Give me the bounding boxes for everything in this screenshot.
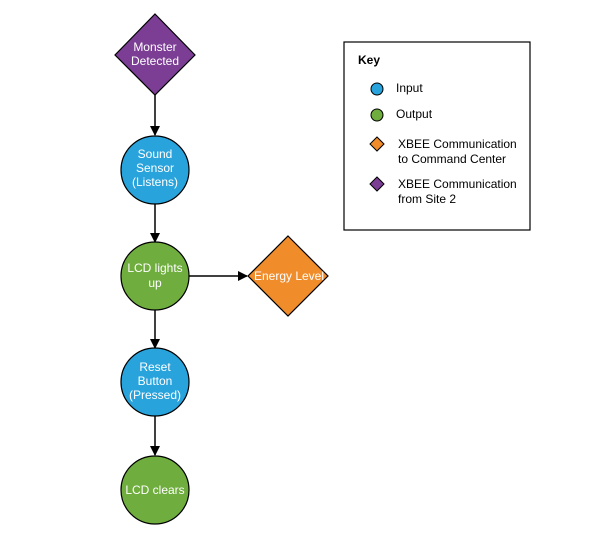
reset-button-label-3: (Pressed) (129, 388, 181, 402)
lcd-lights-up-node: LCD lights up (120, 241, 190, 311)
key-xbee-site2-label-2: from Site 2 (398, 192, 456, 206)
key-xbee-site2-label-1: XBEE Communication (398, 177, 517, 191)
lcd-clears-circle (120, 455, 190, 525)
monster-detected-diamond (114, 13, 196, 96)
monster-detected-label-2: Detected (131, 54, 179, 68)
key-title: Key (358, 53, 380, 67)
reset-button-label-2: Button (138, 374, 173, 388)
energy-level-label: Energy Level (254, 269, 324, 283)
key-xbee-command-swatch (369, 136, 385, 152)
lcd-lights-up-label-1: LCD lights (127, 261, 182, 275)
key-box (343, 41, 531, 231)
lcd-clears-label: LCD clears (125, 483, 184, 497)
key-output-label: Output (396, 107, 433, 121)
energy-level-diamond (247, 235, 329, 317)
lcd-lights-up-circle (120, 241, 190, 311)
key-xbee-command-label-1: XBEE Communication (398, 137, 517, 151)
energy-level-node: Energy Level (247, 235, 329, 317)
reset-button-node: Reset Button (Pressed) (120, 347, 190, 417)
key-output-swatch (370, 108, 384, 122)
reset-button-circle (120, 347, 190, 417)
key-xbee-command-label-2: to Command Center (398, 152, 506, 166)
sound-sensor-circle (120, 135, 190, 205)
key-xbee-site2-swatch (369, 176, 385, 192)
lcd-clears-node: LCD clears (120, 455, 190, 525)
reset-button-label-1: Reset (139, 360, 171, 374)
sound-sensor-node: Sound Sensor (Listens) (120, 135, 190, 205)
lcd-lights-up-label-2: up (148, 276, 162, 290)
monster-detected-node: Monster Detected (114, 13, 196, 96)
sound-sensor-label-1: Sound (138, 147, 173, 161)
sound-sensor-label-2: Sensor (136, 161, 174, 175)
monster-detected-label-1: Monster (133, 40, 176, 54)
key-input-label: Input (396, 81, 423, 95)
key-input-swatch (370, 82, 384, 96)
key-legend: Key Input Output XBEE Communication to C… (343, 41, 531, 231)
sound-sensor-label-3: (Listens) (132, 175, 178, 189)
